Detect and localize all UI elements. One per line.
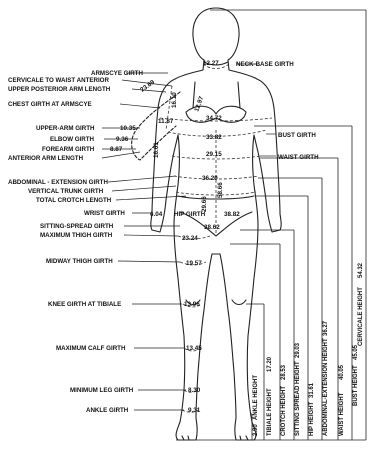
left-labels: ARMSCYE GIRTH CERVICALE TO WAIST ANTERIO… [8,70,143,414]
value-cervicale-waist: 23.69 [139,79,156,94]
label-max-calf: MAXIMUM CALF GIRTH [56,345,126,352]
label-chest-armscye: CHEST GIRTH AT ARMSCYE [8,101,92,108]
label-abdominal-girth: ABDOMINAL - EXTENSION GIRTH [8,179,108,186]
label-sitting-spread-height: SITTING SPREAD HEIGHT [295,361,301,436]
value-midway-thigh: 19.57 [186,260,202,267]
label-max-thigh: MAXIMUM THIGH GIRTH [40,232,113,239]
value-abdominal-girth: 36.20 [202,175,218,182]
value-forearm-girth: 8.87 [110,146,123,153]
label-crotch-height: CROTCH HEIGHT [281,386,287,436]
value-upper-arm-girth: 10.35 [120,125,136,132]
value-hip-girth: 38.82 [224,211,240,218]
label-bust-height: BUST HEIGHT [353,365,359,406]
value-elbow-girth: 9.36 [116,136,129,143]
label-ankle-girth: ANKLE GIRTH [86,407,129,414]
label-knee-girth: KNEE GIRTH AT TIBIALE [48,301,121,308]
value-ankle-height: 2.90 [253,424,259,436]
value-crotch-length: 29.66 [201,196,208,212]
value-crotch-height: 28.53 [281,364,287,380]
label-forearm-girth: FOREARM GIRTH [42,146,95,153]
label-anterior-arm: ANTERIOR ARM LENGTH [8,155,84,162]
value-max-calf: 13.45 [186,345,202,352]
value-waist-girth: 29.15 [206,151,222,158]
value-wrist-girth: 6.04 [150,211,163,218]
label-waist-height: WAIST HEIGHT [339,392,345,436]
label-bust-girth: BUST GIRTH [278,132,316,139]
label-wrist-girth: WRIST GIRTH [84,210,125,217]
label-crotch-length: TOTAL CROTCH LENGTH [36,197,112,204]
value-min-leg: 8.30 [188,387,201,394]
value-tibiale-height: 17.20 [267,356,273,372]
value-hip-height: 31.61 [309,382,315,398]
height-labels: 2.90 ANKLE HEIGHT TIBIALE HEIGHT 17.20 C… [253,262,364,436]
label-tibiale-height: TIBIALE HEIGHT [267,388,273,436]
label-sitting-spread: SITTING-SPREAD GIRTH [40,223,114,230]
label-armscye-girth: ARMSCYE GIRTH [91,70,143,77]
label-abdominal-height: ABDOMINAL-EXTENSION HEIGHT [323,338,329,436]
value-anterior-arm: 16.61 [153,142,160,158]
value-vertical-trunk: 58.66 [217,182,224,198]
value-cervicale-height: 54.32 [358,262,364,278]
label-cervicale-height: CERVICALE HEIGHT [358,287,364,346]
value-max-thigh: 23.24 [182,235,198,242]
value-waist-height: 40.05 [339,364,345,380]
label-elbow-girth: ELBOW GIRTH [50,136,95,143]
toe-marks [182,436,248,440]
label-ankle-height: ANKLE HEIGHT [253,375,259,420]
value-sitting-spread: 38.62 [204,224,220,231]
value-bust-girth-top: 34.72 [206,115,222,122]
label-upper-arm-girth: UPPER-ARM GIRTH [36,125,95,132]
value-ankle-girth: 9.31 [188,407,201,414]
label-midway-thigh: MIDWAY THIGH GIRTH [46,258,113,265]
label-vertical-trunk: VERTICAL TRUNK GIRTH [28,188,104,195]
value-neck-base-girth: 12.27 [203,60,219,67]
label-waist-girth: WAIST GIRTH [278,154,319,161]
label-upper-posterior-arm: UPPER POSTERIOR ARM LENGTH [8,86,111,93]
value-chest-armscye: 11.87 [158,118,174,125]
label-cervicale-waist: CERVICALE TO WAIST ANTERIOR [8,77,109,84]
measurement-values: 12.27 23.69 16.10 12.97 11.87 34.72 33.8… [110,60,240,414]
label-hip-height: HIP HEIGHT [309,401,315,436]
label-neck-base-girth: NECK-BASE GIRTH [236,61,294,68]
value-bust-girth: 33.82 [206,134,222,141]
value-abdominal-height: 36.27 [323,320,329,336]
label-min-leg: MINIMUM LEG GIRTH [70,387,134,394]
value-sitting-spread-height: 29.03 [295,342,301,358]
value-armscye-girth: 16.10 [171,92,178,108]
value-knee-girth: 13.96 [184,301,200,308]
value-upper-posterior-arm: 12.97 [193,95,205,113]
